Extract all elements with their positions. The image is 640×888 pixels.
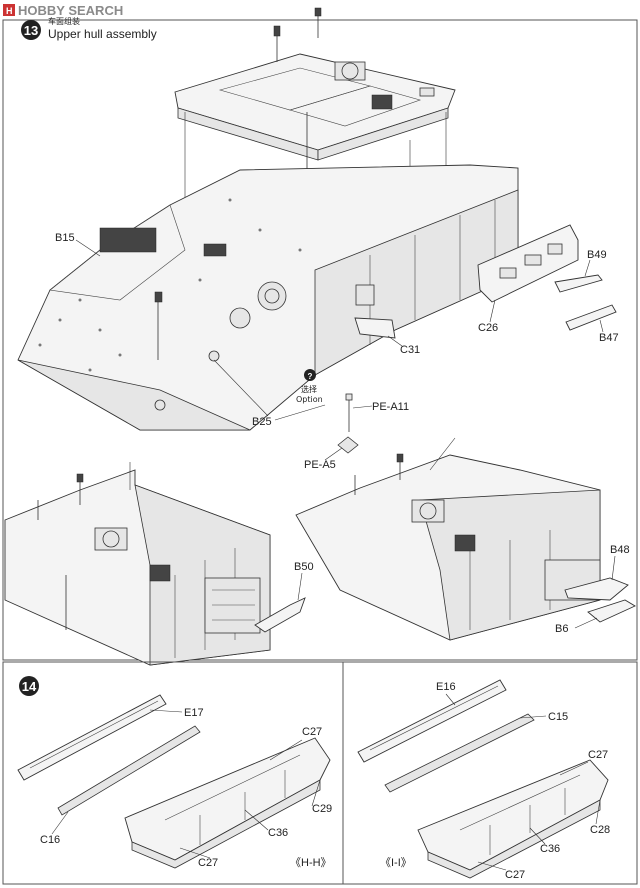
label-pe-a11: PE-A11 (372, 401, 409, 413)
part-b47 (565, 304, 617, 331)
label-b25: B25 (252, 416, 272, 428)
detail-view-left (4, 462, 306, 666)
part-b48 (564, 577, 629, 601)
part-c31 (354, 317, 396, 339)
upper-deck-plate (174, 7, 456, 187)
view-label-i-i: 《I-I》 (380, 856, 412, 869)
hobby-search-watermark: H HOBBY SEARCH (3, 3, 123, 18)
rear-panel-c26 (477, 224, 579, 303)
step-14-badge (19, 676, 39, 696)
part-e16 (357, 679, 507, 763)
label-c27-top-left: C27 (302, 726, 322, 738)
step-13-badge (21, 20, 41, 40)
upper-hull-body (17, 164, 519, 431)
label-b50: B50 (294, 561, 314, 573)
label-e17: E17 (184, 707, 204, 719)
view-label-h-h: 《H-H》 (290, 856, 332, 869)
label-pe-a5: PE-A5 (304, 459, 336, 471)
step-14-right-frame (342, 661, 638, 885)
hatch (257, 281, 287, 311)
assembly-i-i (357, 679, 609, 879)
label-c16: C16 (40, 834, 60, 846)
detail-view-right (295, 437, 636, 641)
step-13: 13 车面组装 Upper hull assembly (2, 7, 638, 666)
part-c15 (384, 713, 535, 793)
step-14: 14 E17 C27 C29 C16 C36 C27 《H-H》 (2, 661, 638, 885)
label-c26: C26 (478, 322, 498, 334)
label-b48: B48 (610, 544, 630, 556)
part-b50 (254, 597, 306, 633)
assembly-h-h (17, 694, 331, 869)
label-b49: B49 (587, 249, 607, 261)
label-c27-bottom-right: C27 (505, 869, 525, 881)
part-pe-a11 (345, 393, 353, 401)
option-label: Option (296, 395, 323, 404)
label-c28: C28 (590, 824, 610, 836)
step-14-number: 14 (22, 679, 37, 694)
label-c31: C31 (400, 344, 420, 356)
part-e17 (17, 694, 167, 781)
option-callout: ? 选择 Option PE-A11 PE-A5 (296, 369, 409, 471)
label-e16: E16 (436, 681, 456, 693)
label-b6: B6 (555, 623, 568, 635)
part-c16 (57, 725, 201, 816)
step-13-frame (2, 19, 638, 661)
step-13-number: 13 (24, 23, 38, 38)
watermark-text: HOBBY SEARCH (18, 3, 123, 18)
part-pe-a5 (337, 436, 359, 454)
label-c36-right: C36 (540, 843, 560, 855)
label-b47: B47 (599, 332, 619, 344)
label-b15: B15 (55, 232, 75, 244)
step-13-title: Upper hull assembly (48, 27, 157, 41)
label-c29: C29 (312, 803, 332, 815)
svg-text:H: H (6, 6, 13, 16)
svg-text:?: ? (308, 372, 313, 381)
part-b49 (554, 274, 603, 293)
step-13-title-cn: 车面组装 (48, 16, 80, 26)
option-icon (304, 369, 316, 381)
engine-grille (99, 227, 157, 253)
hobby-search-logo-icon (3, 4, 15, 16)
label-c15: C15 (548, 711, 568, 723)
label-c27-bottom-left: C27 (198, 857, 218, 869)
label-c27-top-right: C27 (588, 749, 608, 761)
option-label-cn: 选择 (301, 384, 317, 394)
label-c36-left: C36 (268, 827, 288, 839)
